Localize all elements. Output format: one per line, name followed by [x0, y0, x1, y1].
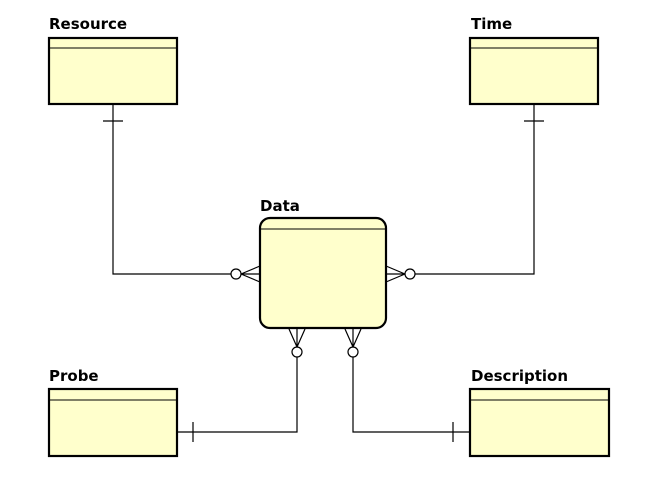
entity-label-time: Time — [471, 15, 512, 33]
connector-line — [112, 104, 231, 275]
crows-foot-many — [344, 328, 362, 348]
relationship-probe-data — [177, 328, 306, 442]
entity-label-data: Data — [260, 197, 300, 215]
cardinality-zero-circle — [230, 268, 242, 280]
entity-resource[interactable] — [47, 36, 179, 106]
cardinality-zero-circle — [291, 346, 303, 358]
relationship-description-data — [344, 328, 470, 442]
connector-line — [415, 104, 535, 275]
crows-foot-many — [240, 265, 261, 283]
entity-time[interactable] — [468, 36, 600, 106]
crows-foot-many — [385, 265, 406, 283]
cardinality-zero-circle — [404, 268, 416, 280]
relationship-resource-data — [103, 104, 261, 283]
entity-probe[interactable] — [47, 387, 179, 458]
entity-label-probe: Probe — [49, 367, 99, 385]
cardinality-zero-circle — [347, 346, 359, 358]
relationship-time-data — [385, 104, 544, 283]
entity-data[interactable] — [258, 216, 388, 330]
entity-description[interactable] — [468, 387, 611, 458]
connector-line — [177, 357, 298, 433]
entity-label-resource: Resource — [49, 15, 127, 33]
crows-foot-many — [288, 328, 306, 348]
entity-label-description: Description — [471, 367, 568, 385]
connector-line — [352, 357, 470, 433]
